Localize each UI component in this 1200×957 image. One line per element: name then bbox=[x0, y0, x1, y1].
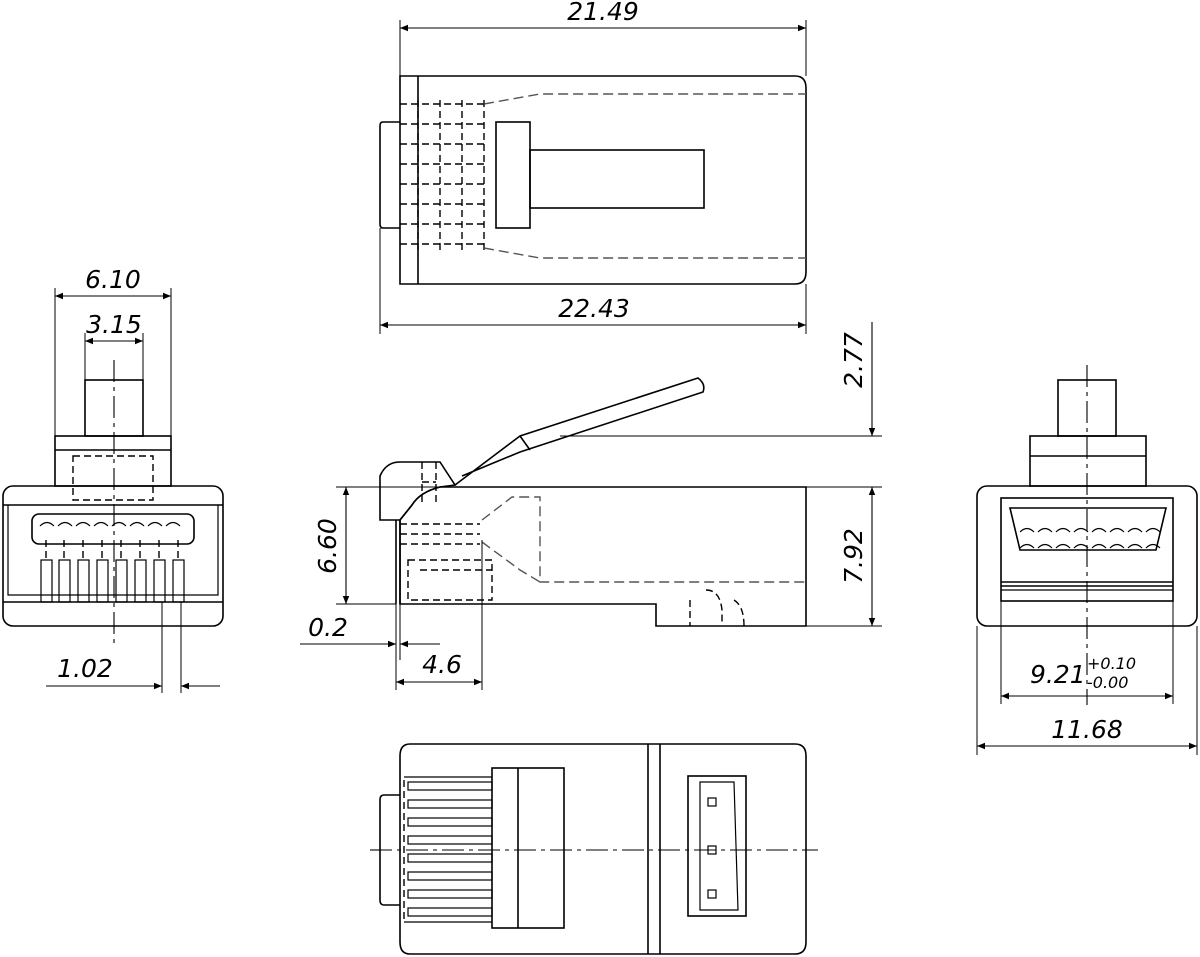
dim-0-2: 0.2 bbox=[308, 613, 348, 642]
front-view-contact-bumps bbox=[39, 521, 181, 527]
bottom-view bbox=[370, 743, 818, 955]
dim-4-6: 4.6 bbox=[422, 650, 462, 679]
dim-21-49: 21.49 bbox=[567, 0, 639, 26]
rear-view: 9.21 +0.10 -0.00 11.68 bbox=[976, 365, 1198, 755]
front-view-contacts bbox=[40, 540, 185, 603]
front-view: 6.10 3.15 1.02 bbox=[2, 265, 224, 693]
dim-3-15: 3.15 bbox=[86, 310, 142, 339]
dim-9-21-tol-minus: -0.00 bbox=[1087, 673, 1128, 692]
dim-1-02: 1.02 bbox=[57, 654, 113, 683]
top-view-hidden-contacts bbox=[400, 100, 485, 250]
dim-6-10: 6.10 bbox=[85, 265, 141, 294]
dim-7-92: 7.92 bbox=[839, 528, 868, 584]
rear-view-contact-bumps bbox=[1019, 527, 1161, 549]
side-view: 2.77 7.92 6.60 0.2 4.6 bbox=[300, 322, 882, 690]
dim-22-43: 22.43 bbox=[558, 294, 630, 323]
dim-6-60: 6.60 bbox=[313, 518, 342, 574]
dim-9-21: 9.21 bbox=[1030, 660, 1086, 689]
dim-9-21-tol-plus: +0.10 bbox=[1087, 654, 1136, 673]
top-view: 21.49 22.43 bbox=[379, 0, 807, 334]
dim-11-68: 11.68 bbox=[1051, 715, 1123, 744]
dim-2-77: 2.77 bbox=[839, 332, 868, 388]
